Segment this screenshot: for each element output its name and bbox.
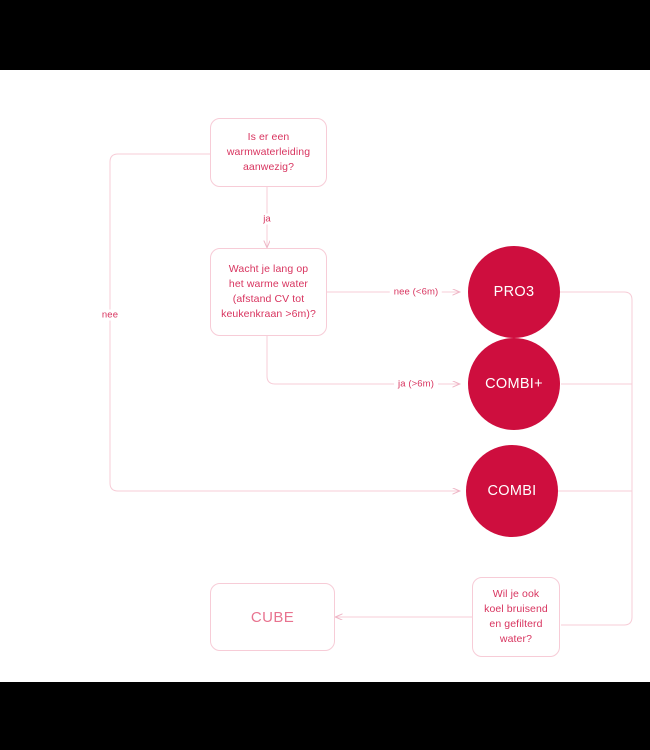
edge-label-nee-6m: nee (<6m) bbox=[389, 286, 443, 298]
wire-pro3-to-q3 bbox=[553, 291, 633, 626]
node-combi-label: COMBI bbox=[487, 483, 537, 499]
node-combi[interactable]: COMBI bbox=[466, 445, 558, 537]
node-q3-bruisend-water[interactable]: Wil je ook koel bruisend en gefilterd wa… bbox=[472, 577, 560, 657]
edge-label-nee: nee bbox=[97, 309, 123, 321]
edge-label-ja-6m: ja (>6m) bbox=[394, 378, 438, 390]
node-q1-label: Is er een warmwaterleiding aanwezig? bbox=[226, 131, 311, 173]
wire-q1-to-combi bbox=[109, 153, 460, 491]
node-q2-wachttijd[interactable]: Wacht je lang op het warme water (afstan… bbox=[210, 248, 327, 336]
node-combi-plus-label: COMBI+ bbox=[485, 376, 543, 392]
flowchart-canvas: Is er een warmwaterleiding aanwezig? Wac… bbox=[0, 70, 650, 682]
node-pro3[interactable]: PRO3 bbox=[468, 246, 560, 338]
wire-q2-to-combiplus bbox=[266, 336, 460, 384]
node-q3-label: Wil je ook koel bruisend en gefilterd wa… bbox=[484, 588, 548, 645]
edge-label-ja: ja bbox=[259, 213, 275, 225]
node-pro3-label: PRO3 bbox=[493, 284, 535, 300]
node-q2-label: Wacht je lang op het warme water (afstan… bbox=[221, 263, 316, 320]
node-cube[interactable]: CUBE bbox=[210, 583, 335, 651]
letterbox-top-bar bbox=[0, 0, 650, 70]
connector-layer bbox=[109, 153, 633, 626]
node-q1-warmwaterleiding[interactable]: Is er een warmwaterleiding aanwezig? bbox=[210, 118, 327, 187]
node-cube-label: CUBE bbox=[250, 608, 295, 626]
letterbox-bottom-bar bbox=[0, 682, 650, 750]
node-combi-plus[interactable]: COMBI+ bbox=[468, 338, 560, 430]
